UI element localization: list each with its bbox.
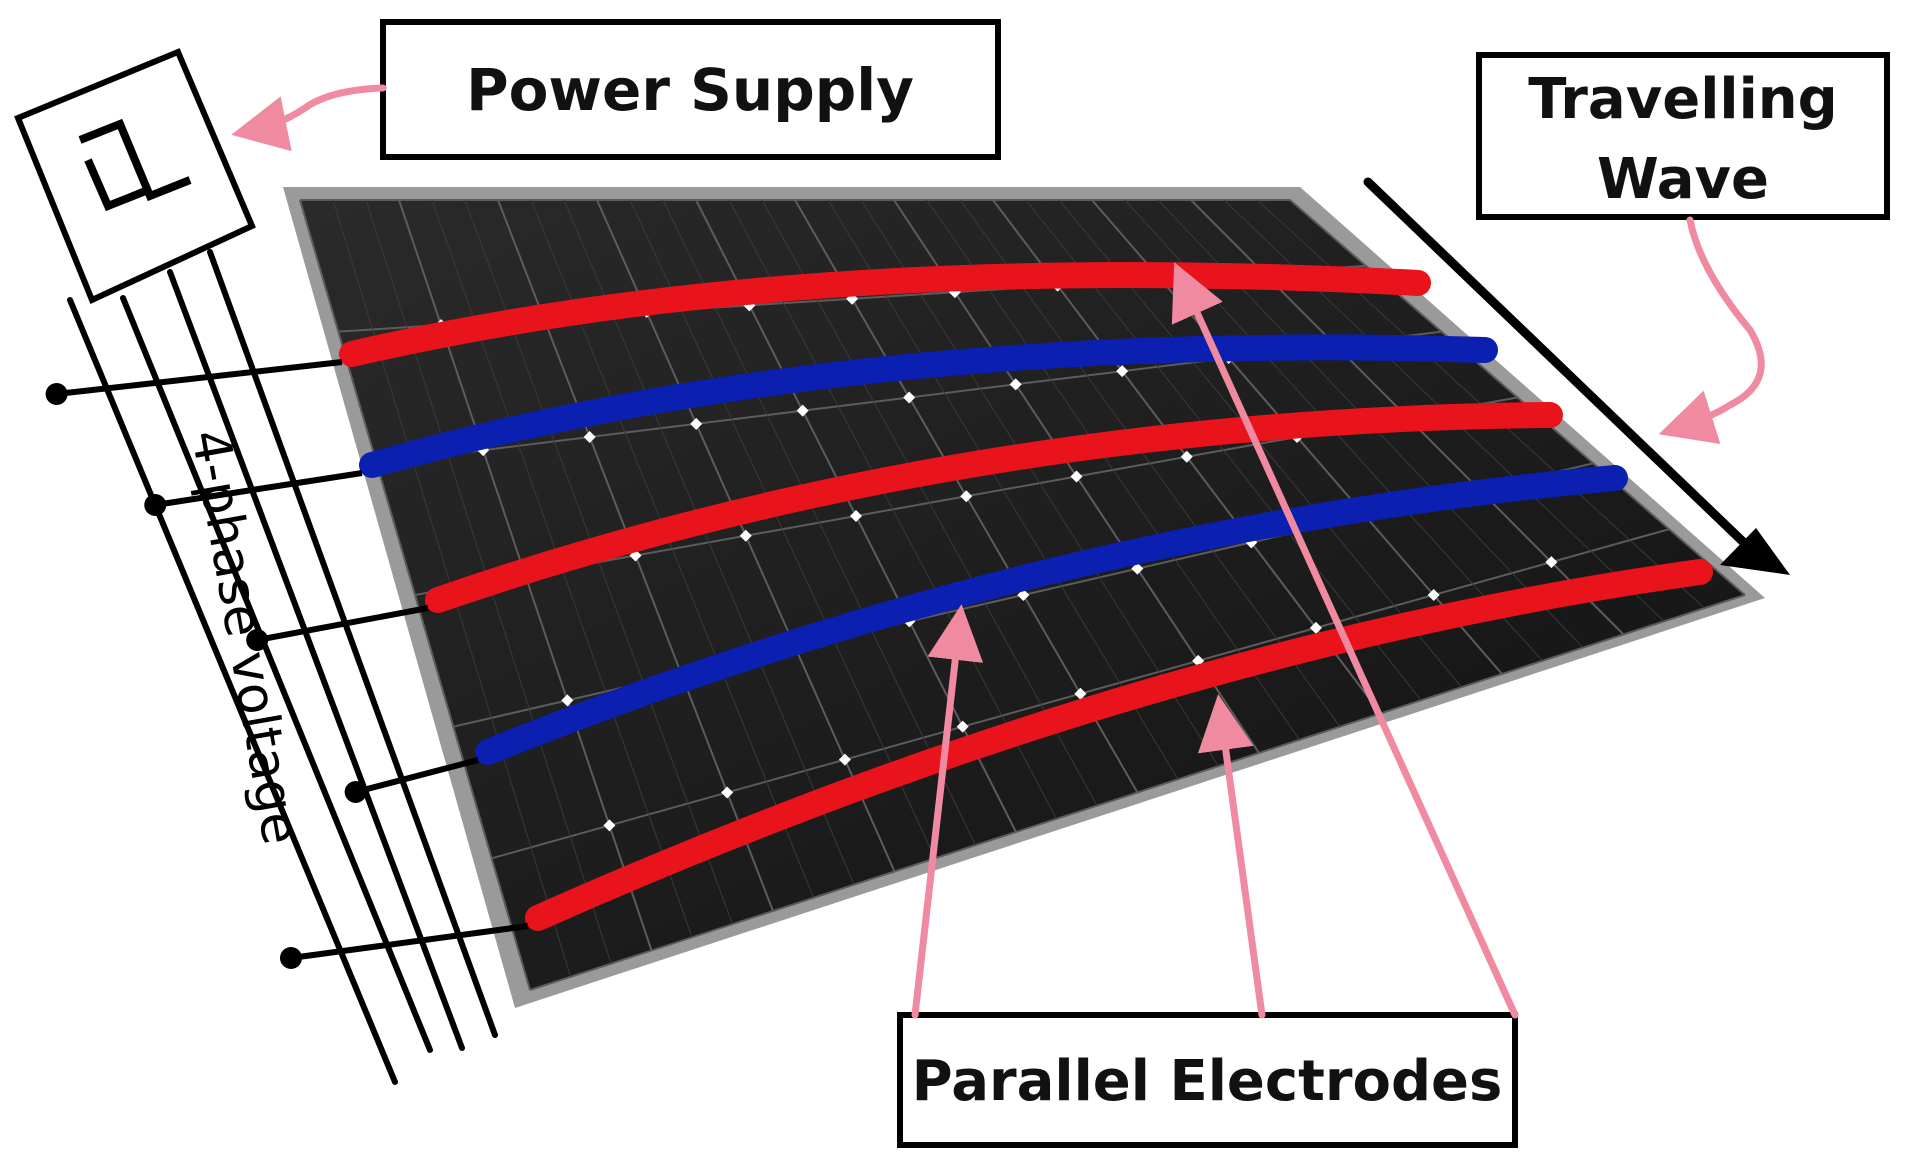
electrode-callout-arrow-2	[1197, 694, 1266, 1019]
travelling-wave-label-box: Travelling Wave	[1476, 52, 1890, 220]
panel-busbar-line	[761, 199, 1098, 806]
power-supply-label: Power Supply	[466, 56, 914, 124]
panel-sparkle	[796, 404, 809, 417]
panel-sparkle	[1116, 365, 1129, 378]
electrode-callout-arrow-1	[911, 604, 984, 1019]
panel-busbar-line	[860, 199, 1219, 767]
wire-junction-dot	[144, 494, 167, 516]
panel-sparkle	[960, 490, 973, 503]
electrode-red	[425, 402, 1563, 613]
electrode-connector	[354, 757, 479, 795]
travelling-wave-arrowhead	[1720, 528, 1790, 575]
panel-sparkle	[561, 694, 574, 707]
electrodes	[339, 262, 1713, 931]
panel-sparkle	[603, 819, 616, 832]
phase-wire-4	[207, 249, 498, 1038]
panel-sparkle	[1180, 450, 1193, 463]
power-supply-label-box: Power Supply	[380, 19, 1001, 160]
panel-sparkle	[721, 786, 734, 799]
wire-junction-dot	[45, 383, 68, 405]
power-supply-symbol	[14, 48, 256, 305]
panel-sparkle	[838, 753, 851, 766]
panel-sparkle	[1074, 687, 1087, 700]
panel-sparkle	[956, 720, 969, 733]
panel-sparkle	[1545, 556, 1558, 569]
callout-arrows	[231, 84, 1765, 1019]
travelling-wave-arrow	[1363, 177, 1767, 565]
electrode-callout-arrow-3	[1171, 262, 1519, 1019]
power-supply-callout-arrow	[231, 84, 387, 152]
parallel-electrodes-label: Parallel Electrodes	[912, 1049, 1503, 1114]
square-wave-icon	[78, 118, 192, 202]
wire-junction-dot	[344, 781, 367, 803]
electrode-connector	[154, 470, 363, 508]
electrode-connector	[290, 923, 529, 961]
phase-wire-3	[167, 269, 465, 1051]
panel-sparkle	[903, 391, 916, 404]
phase-voltage-label: 4-phase voltage	[179, 425, 311, 849]
electrode-blue	[359, 334, 1498, 478]
panel-sparkle	[690, 417, 703, 430]
travelling-wave-label-line1: Travelling	[1528, 67, 1837, 132]
electrode-red	[525, 559, 1713, 931]
panel-sparkle	[1309, 621, 1322, 634]
wire-junction-dot	[279, 947, 302, 969]
panel-sparkle	[583, 431, 596, 443]
electrode-blue	[475, 465, 1628, 765]
panel-sparkle	[1070, 470, 1083, 483]
wire-junction-dot	[246, 629, 269, 651]
parallel-electrodes-label-box: Parallel Electrodes	[897, 1012, 1518, 1148]
panel-busbar-line	[728, 199, 1057, 820]
phase-wire-2	[120, 295, 433, 1053]
travelling-wave-label-line2: Wave	[1597, 147, 1769, 212]
panel-sparkle	[1009, 378, 1022, 391]
panel-sparkle	[1131, 562, 1144, 575]
power-supply-box	[14, 48, 256, 305]
electrode-connector	[56, 359, 343, 397]
electrode-connector	[256, 605, 429, 643]
electrode-red	[339, 262, 1431, 367]
panel-sparkle	[1427, 589, 1440, 601]
panel-sparkle	[739, 529, 752, 542]
electrode-connections	[45, 359, 529, 969]
panel-sparkle	[850, 510, 862, 522]
panel-busbar-line	[827, 199, 1179, 780]
travelling-wave-callout-arrow	[1658, 216, 1765, 445]
